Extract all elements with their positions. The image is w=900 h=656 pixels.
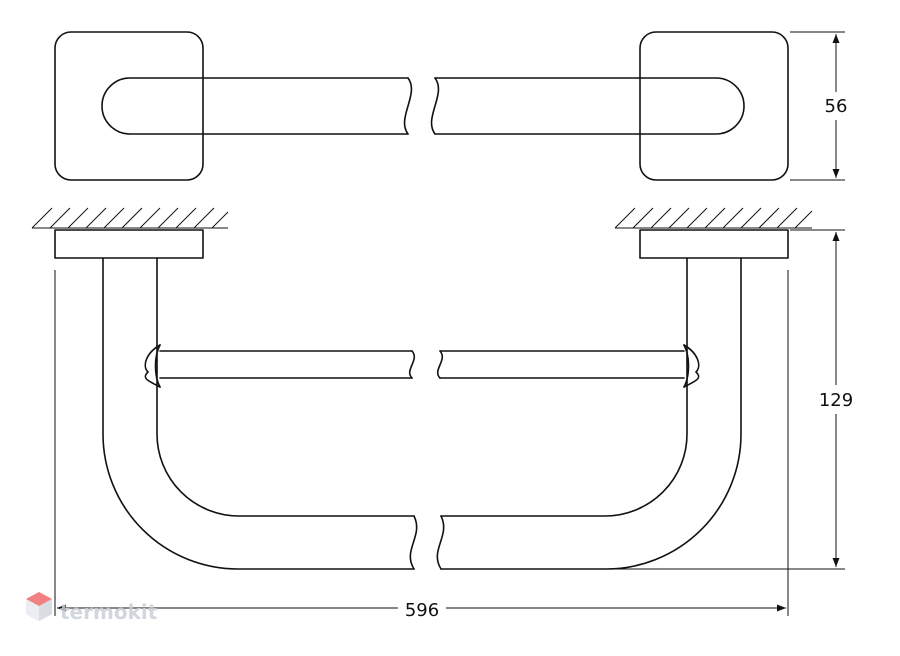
dim-596-label: 596 (405, 600, 439, 621)
left-arm-outer (102, 257, 415, 570)
right-clamp (683, 344, 700, 388)
dimension-width: 596 (54, 270, 789, 621)
right-mount-plate (639, 31, 789, 181)
wall-hatch-right (614, 207, 813, 229)
right-bar-segment (434, 77, 745, 135)
right-arm-inner (440, 257, 688, 517)
left-clamp-inner (154, 344, 161, 388)
top-view (54, 31, 789, 181)
dim-56-label: 56 (825, 96, 848, 117)
left-mount-base (54, 229, 204, 259)
left-clamp (144, 344, 161, 388)
inner-bar-left (159, 350, 413, 379)
right-mount-base (639, 229, 789, 259)
left-arm-inner (156, 257, 415, 517)
inner-bar-right-break (436, 350, 444, 379)
left-arm-break (409, 515, 418, 570)
watermark-text: termokit (60, 600, 158, 624)
inner-bar-right (439, 350, 685, 379)
front-view (31, 207, 813, 570)
right-arm-break (436, 515, 445, 570)
right-arm-outer (440, 257, 742, 570)
termokit-logo-icon (26, 592, 52, 621)
left-break-curve (403, 77, 413, 135)
right-clamp-inner (683, 344, 690, 388)
dim-129-label: 129 (819, 390, 853, 411)
left-bar-segment (101, 77, 409, 135)
inner-bar-left-break (408, 350, 416, 379)
dimension-height-top: 56 (790, 31, 848, 181)
right-break-curve (430, 77, 440, 135)
dimension-height-side: 129 (606, 229, 853, 570)
left-mount-plate (54, 31, 204, 181)
termokit-watermark: termokit (26, 592, 158, 624)
wall-hatch-left (31, 207, 229, 229)
